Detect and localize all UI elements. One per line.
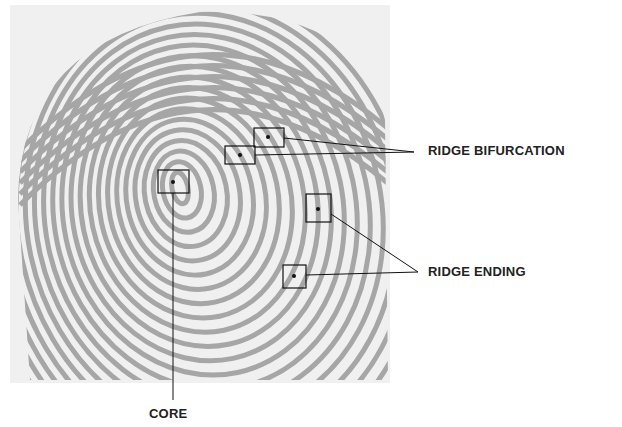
leader-line (331, 214, 418, 272)
leader-lines (173, 138, 418, 400)
ridge (0, 0, 466, 427)
fingerprint-ridges (0, 0, 512, 427)
ending-label: RIDGE ENDING (427, 264, 527, 279)
leader-line (284, 138, 414, 152)
ridge (0, 0, 497, 427)
minutia-dots (171, 135, 320, 278)
ridge (0, 0, 482, 427)
leader-line (255, 152, 414, 155)
leader-line (306, 272, 418, 275)
ridge (20, 110, 390, 205)
bifurcation-box (225, 146, 255, 164)
core-label: CORE (148, 406, 188, 421)
ridge (157, 158, 206, 222)
bifurcation-box (254, 128, 284, 147)
ridge (0, 0, 451, 427)
leader-line (173, 193, 174, 400)
marker-boxes (158, 128, 331, 288)
bifurcation-label: RIDGE BIFURCATION (427, 143, 566, 158)
core-box (158, 170, 189, 193)
ending-box (306, 194, 331, 222)
ridge (169, 171, 191, 206)
ending-box (283, 265, 306, 288)
ridge (0, 0, 512, 427)
